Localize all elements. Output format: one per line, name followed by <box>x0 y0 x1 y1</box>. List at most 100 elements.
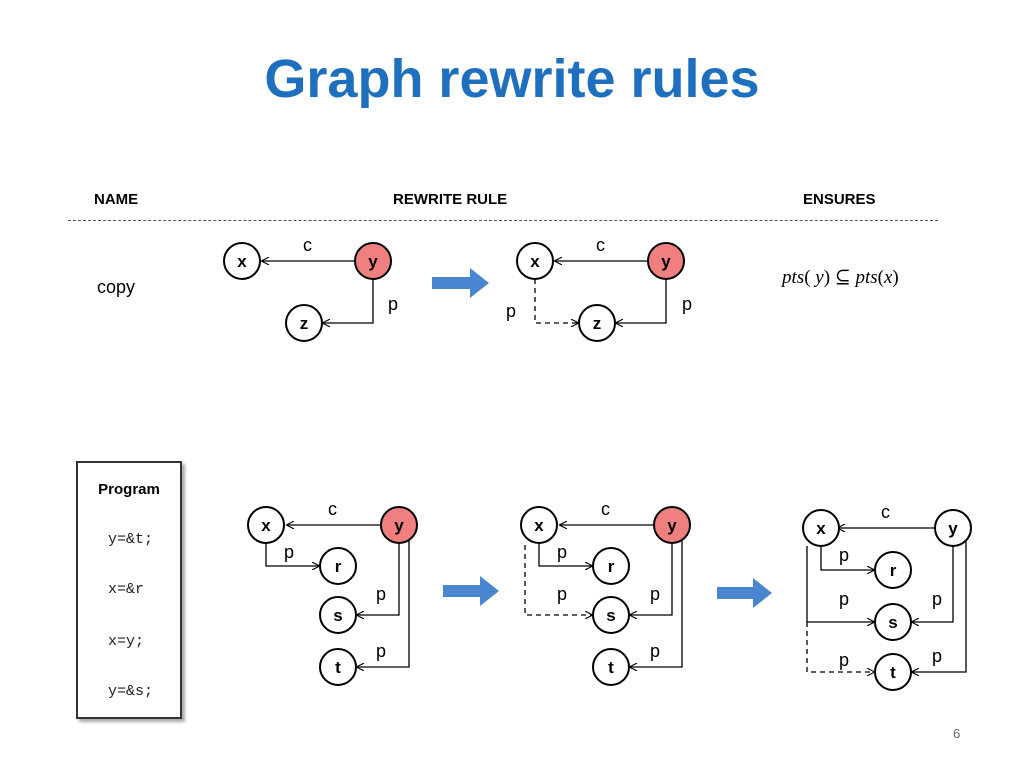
node-y-label: y <box>394 516 404 535</box>
edge-p <box>616 279 667 323</box>
program-line: y=&t; <box>108 531 154 548</box>
rule-name-copy: copy <box>97 277 136 297</box>
edge-label-c: c <box>328 499 337 519</box>
edge-label-p-x-r: p <box>839 545 849 565</box>
node-s: s <box>592 596 630 634</box>
node-z-label: z <box>300 314 309 333</box>
node-r: r <box>319 547 357 585</box>
node-x-label: x <box>237 252 247 271</box>
edge-label-p-y-t: p <box>650 641 660 661</box>
edge-label-p-y-t: p <box>932 646 942 666</box>
rewrite-arrow <box>443 576 499 606</box>
node-x-label: x <box>261 516 271 535</box>
node-s: s <box>319 596 357 634</box>
node-z: z <box>285 304 323 342</box>
header-rewrite-rule: REWRITE RULE <box>393 191 508 208</box>
node-t-label: t <box>890 663 896 682</box>
program-line: y=&s; <box>108 683 154 700</box>
node-y: y <box>380 506 418 544</box>
edge-label-p-y-s: p <box>932 589 942 609</box>
example-graph-3: c p p p p p x y r s t <box>802 502 972 691</box>
example-graph-1: c p p p x y r s t <box>247 499 418 686</box>
edge-label-p-x-r: p <box>557 542 567 562</box>
edge-label-p-y-s: p <box>376 584 386 604</box>
node-y-label: y <box>948 519 958 538</box>
node-s-label: s <box>888 613 897 632</box>
edge-label-p-x-s-derived: p <box>557 584 567 604</box>
node-x: x <box>802 509 840 547</box>
node-t: t <box>319 648 357 686</box>
edge-p-y-t <box>912 541 967 672</box>
edge-label-c: c <box>596 235 605 255</box>
program-line: x=y; <box>108 633 145 650</box>
rewrite-arrow <box>432 268 489 298</box>
node-s-label: s <box>333 606 342 625</box>
edge-label-p-y-s: p <box>650 584 660 604</box>
ensures-rhs-var: x <box>883 267 893 288</box>
edge-p-y-s <box>357 543 400 615</box>
node-x: x <box>247 506 285 544</box>
edge-p-x-t-derived <box>806 622 874 672</box>
node-r: r <box>874 551 912 589</box>
edge-label-p-x-t-derived: p <box>839 650 849 670</box>
header-name: NAME <box>94 191 139 208</box>
slide-title: Graph rewrite rules <box>264 49 760 109</box>
edge-label-c: c <box>881 502 890 522</box>
ensures-rhs-fn: pts <box>855 267 878 288</box>
node-t-label: t <box>335 658 341 677</box>
node-x-label: x <box>816 519 826 538</box>
node-r-label: r <box>608 557 615 576</box>
ensures-subset-op: ⊆ <box>834 267 851 288</box>
node-z: z <box>578 304 616 342</box>
node-t-label: t <box>608 658 614 677</box>
edge-p-x-r <box>820 546 874 570</box>
node-x: x <box>520 506 558 544</box>
copy-rule-lhs: c p x y z <box>223 235 398 342</box>
node-r-label: r <box>335 557 342 576</box>
node-t: t <box>592 648 630 686</box>
edge-p-x-r <box>265 543 319 566</box>
node-z-label: z <box>593 314 602 333</box>
edge-p-y-t <box>357 537 410 667</box>
node-r-label: r <box>890 561 897 580</box>
node-s-label: s <box>606 606 615 625</box>
program-box: Program y=&t; x=&r x=y; y=&s; <box>76 461 182 719</box>
node-t: t <box>874 653 912 691</box>
node-y: y <box>934 509 972 547</box>
page-number: 6 <box>953 726 961 741</box>
node-y: y <box>647 242 685 280</box>
ensures-formula: pts( y) ⊆ pts(x) <box>782 267 899 288</box>
edge-label-p-x-r: p <box>284 542 294 562</box>
edge-label-c: c <box>601 499 610 519</box>
node-s: s <box>874 603 912 641</box>
edge-p-x-r <box>538 543 592 566</box>
edge-label-c: c <box>303 235 312 255</box>
program-line: x=&r <box>108 581 145 598</box>
edge-p-y-s <box>912 546 954 622</box>
edge-p-y-t <box>630 537 683 667</box>
edge-label-p: p <box>388 294 398 314</box>
node-y-label: y <box>667 516 677 535</box>
header-ensures: ENSURES <box>803 191 876 208</box>
rewrite-arrow <box>717 578 772 608</box>
node-y-label: y <box>661 252 671 271</box>
copy-rule-rhs: c p p x y z <box>506 235 692 342</box>
ensures-lhs-var: y <box>815 267 824 288</box>
ensures-lhs-fn: pts <box>782 267 805 288</box>
example-graph-2: c p p p p x y r s t <box>520 499 691 686</box>
node-r: r <box>592 547 630 585</box>
edge-p-y-s <box>630 543 673 615</box>
node-y: y <box>354 242 392 280</box>
node-x: x <box>516 242 554 280</box>
edge-p <box>323 279 374 323</box>
node-x-label: x <box>530 252 540 271</box>
edge-label-p-x-s: p <box>839 589 849 609</box>
node-y-label: y <box>368 252 378 271</box>
edge-label-p-derived: p <box>506 301 516 321</box>
program-title: Program <box>98 481 160 498</box>
edge-label-p: p <box>682 294 692 314</box>
edge-label-p-y-t: p <box>376 641 386 661</box>
header-divider <box>68 220 938 221</box>
node-x-label: x <box>534 516 544 535</box>
edge-p-derived <box>534 279 578 323</box>
